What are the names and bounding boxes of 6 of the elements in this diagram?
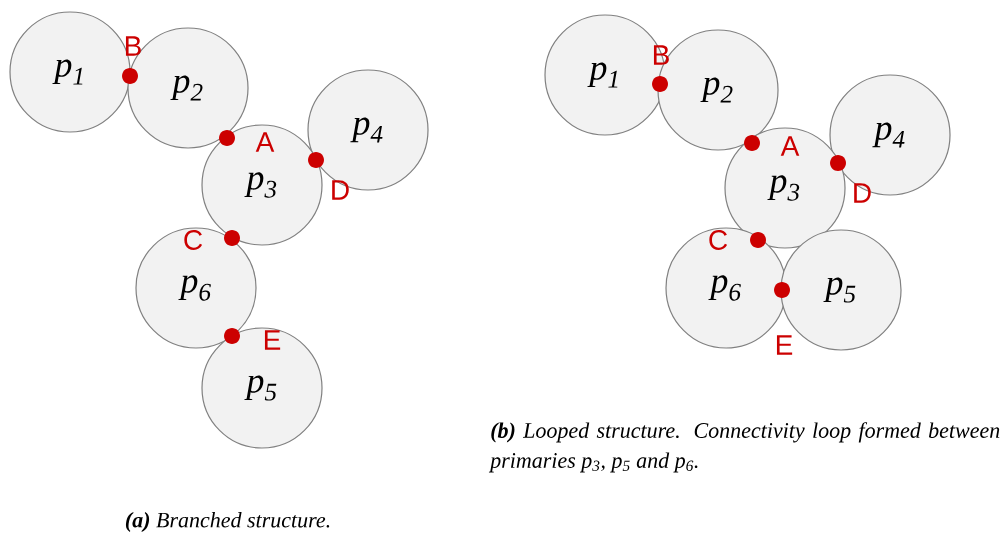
point-label: E bbox=[264, 330, 281, 350]
point-label: A bbox=[255, 132, 275, 152]
point-label: A bbox=[780, 136, 800, 156]
caption: (a) Branched structure. bbox=[125, 512, 330, 532]
point-label: C bbox=[184, 230, 203, 250]
caption: (b) Looped structure. Connectivity loop formed between primaries p$_{3}$, p$_{5}$ and p$_{6}$. bbox=[488, 422, 1000, 473]
